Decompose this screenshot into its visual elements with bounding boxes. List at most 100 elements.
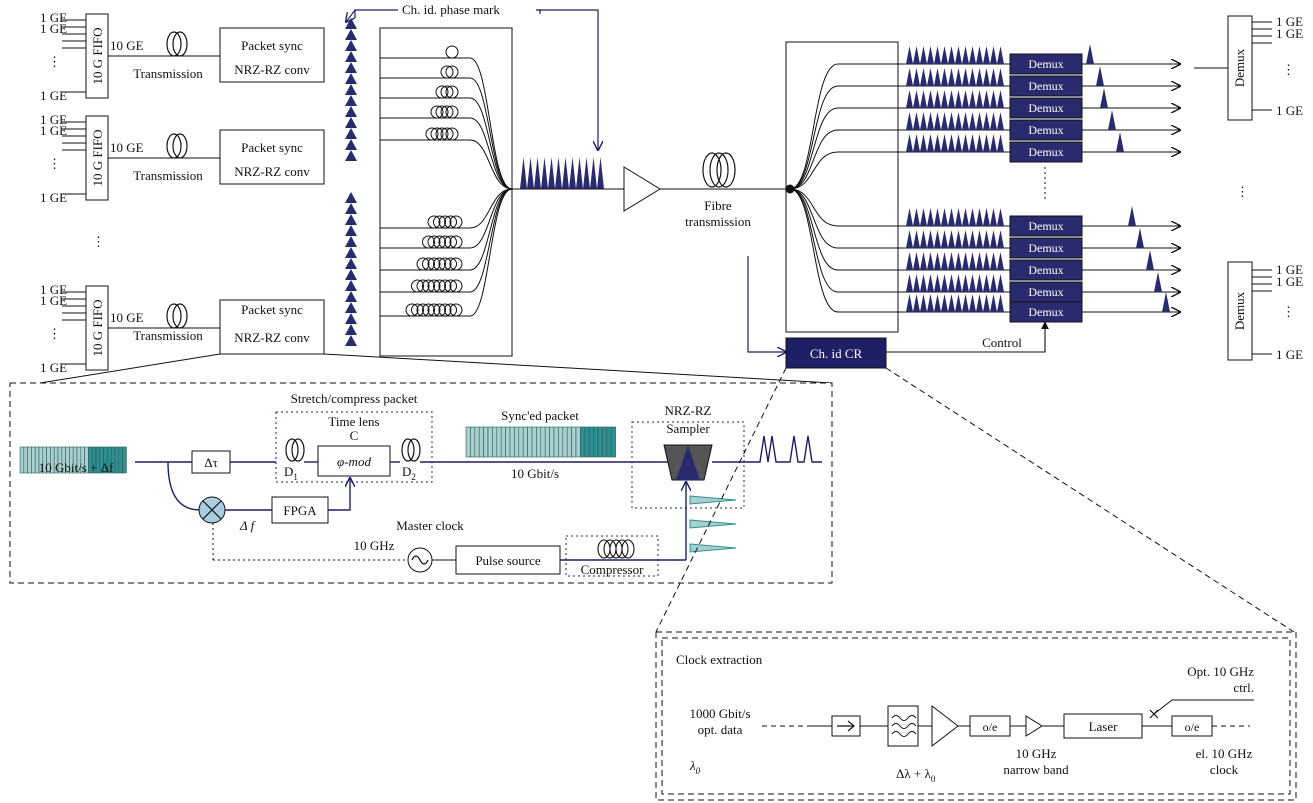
- coil-loop: [444, 215, 457, 229]
- pulse: [345, 269, 357, 280]
- packet-bit: [122, 446, 127, 474]
- pulse: [934, 294, 941, 312]
- pulse: [534, 157, 541, 189]
- clock-freq-label: 10 GHz: [354, 538, 395, 553]
- pulse: [920, 134, 927, 152]
- ge-label: 1 GE: [1276, 26, 1303, 41]
- rz-output-waveform: [752, 435, 822, 463]
- ge-label: 1 GE: [1276, 274, 1303, 289]
- pulse: [997, 208, 1004, 226]
- pulse: [955, 134, 962, 152]
- pulse: [934, 230, 941, 248]
- input-packet: [19, 446, 127, 474]
- split-line: [789, 152, 1180, 190]
- ge-label: 1 GE: [40, 88, 67, 103]
- pulse: [345, 291, 357, 302]
- pulse: [345, 95, 357, 106]
- pulse: [941, 112, 948, 130]
- pulse-source-label: Pulse source: [475, 553, 541, 568]
- pulse: [990, 274, 997, 292]
- filter-label: Δλ + λ0: [896, 766, 936, 784]
- pulse-source-box: [455, 545, 561, 575]
- demux-box: [1009, 53, 1083, 75]
- input-rate-label: 10 Gbit/s + Δf: [39, 460, 114, 475]
- pulse: [590, 157, 597, 189]
- coil-loop: [430, 105, 444, 119]
- ge-tributaries: [62, 19, 86, 93]
- pulse: [934, 112, 941, 130]
- c-label: C: [350, 428, 359, 443]
- sine-icon: [411, 555, 429, 565]
- packet-bit: [478, 426, 484, 458]
- pulse: [962, 46, 969, 64]
- pulse: [941, 252, 948, 270]
- demux-label: Demux: [1028, 285, 1063, 299]
- packet-bit: [483, 426, 489, 458]
- opt-ctrl-label: Opt. 10 GHz: [1187, 664, 1254, 679]
- pulse: [920, 68, 927, 86]
- pulse: [955, 294, 962, 312]
- fpga-control-arrow: [328, 478, 350, 511]
- mixer-cross: [202, 500, 222, 520]
- output-demux-label: Demux: [1232, 48, 1247, 87]
- packet-bit: [522, 426, 528, 458]
- pulse: [976, 134, 983, 152]
- packet-bit: [505, 426, 511, 458]
- coil-loop: [416, 303, 430, 317]
- pulse: [345, 280, 357, 291]
- pulse: [920, 112, 927, 130]
- pulse: [948, 68, 955, 86]
- pulse: [520, 157, 527, 189]
- extracted-pulse: [1116, 132, 1124, 152]
- pulse: [927, 252, 934, 270]
- coil-loop: [449, 279, 463, 293]
- split-line: [789, 188, 1180, 270]
- pulse: [990, 208, 997, 226]
- coil-loop: [422, 303, 435, 317]
- pulse: [548, 157, 555, 189]
- fibre-coil-icon: [166, 31, 188, 57]
- label-mask: [398, 2, 536, 18]
- pulse: [997, 294, 1004, 312]
- pulse: [934, 134, 941, 152]
- pulse: [969, 294, 976, 312]
- packet-bit: [562, 426, 568, 458]
- pulse: [976, 294, 983, 312]
- transmission-label: transmission: [685, 214, 751, 229]
- coil-loop: [433, 235, 446, 249]
- coil-loop: [433, 303, 446, 317]
- coil-loop: [433, 279, 446, 293]
- master-clock-label: Master clock: [396, 518, 464, 533]
- split-line: [789, 188, 1180, 312]
- pulse: [941, 294, 948, 312]
- packet-bit: [606, 426, 612, 458]
- packet-bit: [518, 426, 524, 458]
- phase-mark-arrow-down: [538, 9, 598, 150]
- pulse: [345, 150, 357, 161]
- pulse: [955, 112, 962, 130]
- nrz-rz-label: NRZ-RZ conv: [234, 62, 310, 77]
- pulse: [906, 46, 913, 64]
- packet-bit: [584, 426, 590, 458]
- pulse: [906, 90, 913, 108]
- transmission-label: Transmission: [133, 66, 203, 81]
- d1-label: D1: [284, 464, 298, 482]
- pulse: [927, 230, 934, 248]
- extracted-pulse: [1096, 66, 1104, 86]
- pulse: [955, 46, 962, 64]
- split-lines: [789, 64, 1180, 312]
- pulse: [955, 230, 962, 248]
- coil-loop: [440, 105, 454, 119]
- pulse: [969, 46, 976, 64]
- pulse: [948, 208, 955, 226]
- packet-sync-label: Packet sync: [241, 302, 303, 317]
- coil-loop: [445, 85, 459, 99]
- pulse: [969, 208, 976, 226]
- demux-box: [1009, 215, 1083, 237]
- fibre-coil-icon: [597, 539, 635, 559]
- packet-bit: [492, 426, 498, 458]
- ge-label: 1 GE: [1276, 14, 1303, 29]
- delay-line: [380, 57, 513, 190]
- clock-extraction-title: Clock extraction: [676, 652, 763, 667]
- narrow-band-label: narrow band: [1003, 762, 1069, 777]
